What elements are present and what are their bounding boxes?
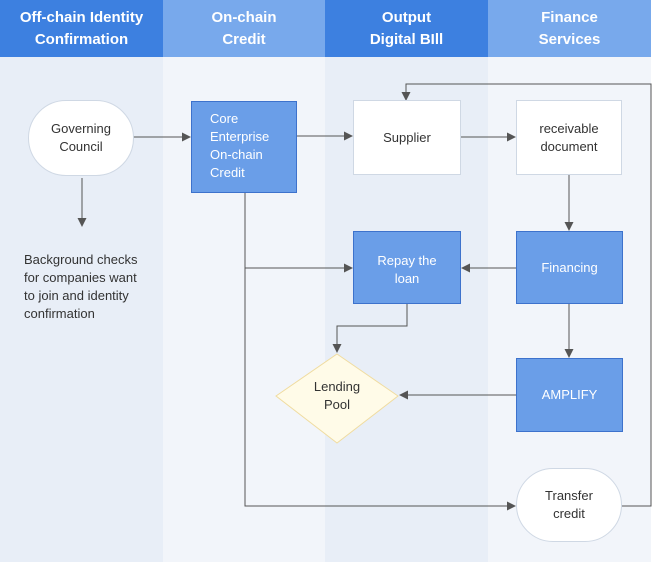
transfer-credit-label: Transfer credit	[545, 488, 593, 521]
lane-header-finance: Finance Services	[488, 0, 651, 57]
lane-header-onchain: On-chain Credit	[163, 0, 325, 57]
arrow-transfer-to-supplier	[401, 83, 652, 507]
amplify-node[interactable]: AMPLIFY	[516, 358, 623, 432]
supplier-node[interactable]: Supplier	[353, 100, 461, 175]
supplier-label: Supplier	[383, 129, 431, 145]
core-enterprise-node[interactable]: Core Enterprise On-chain Credit	[191, 101, 297, 193]
governing-council-node[interactable]: Governing Council	[28, 100, 134, 176]
lane-offchain-body	[0, 0, 163, 562]
repay-loan-node[interactable]: Repay the loan	[353, 231, 461, 304]
lane-header-output: Output Digital BIll	[325, 0, 488, 57]
lending-pool-node[interactable]: Lending Pool	[290, 370, 384, 422]
amplify-label: AMPLIFY	[541, 387, 598, 402]
lending-pool-shape	[275, 353, 399, 444]
lane-header-offchain: Off-chain Identity Confirmation	[0, 0, 163, 57]
core-enterprise-label: Core Enterprise On-chain Credit	[210, 111, 270, 180]
transfer-credit-node[interactable]: Transfer credit	[516, 468, 622, 542]
arrow-repay-to-pool	[332, 304, 408, 353]
repay-loan-label: Repay the loan	[377, 253, 437, 286]
receivable-document-label: receivable document	[539, 120, 599, 154]
lane-onchain-body	[163, 0, 325, 562]
financing-node[interactable]: Financing	[516, 231, 623, 304]
financing-label: Financing	[541, 259, 598, 275]
lending-pool-label: Lending Pool	[313, 379, 361, 412]
receivable-document-node[interactable]: receivable document	[516, 100, 622, 175]
arrow-core-to-transfer	[244, 193, 516, 511]
background-checks-text: Background checks for companies want to …	[24, 252, 138, 321]
governing-council-label: Governing Council	[51, 121, 111, 154]
